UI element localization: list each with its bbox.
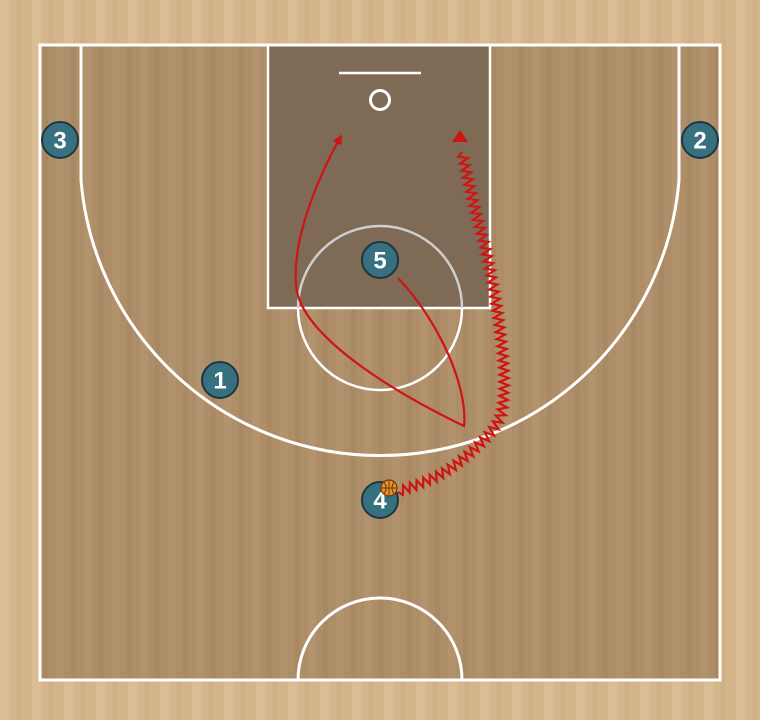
cut-path — [294, 134, 466, 428]
dribble-arrowhead — [452, 130, 468, 142]
dribble-path — [397, 151, 512, 497]
movement-lines — [294, 130, 512, 497]
player-label: 3 — [53, 128, 66, 155]
rim — [369, 89, 391, 111]
three-point-line — [79, 45, 681, 458]
player-label: 2 — [693, 128, 706, 155]
player-label: 5 — [373, 248, 386, 275]
player-3[interactable]: 3 — [41, 121, 79, 159]
free-throw-circle-bottom — [296, 307, 464, 392]
court-lines — [38, 43, 722, 682]
player-label: 1 — [213, 368, 226, 395]
player-2[interactable]: 2 — [681, 121, 719, 159]
player-5[interactable]: 5 — [361, 241, 399, 279]
player-marker — [201, 361, 239, 399]
center-circle — [296, 596, 464, 681]
player-1[interactable]: 1 — [201, 361, 239, 399]
free-throw-circle-top — [296, 224, 464, 309]
paint-outline — [266, 43, 492, 310]
basketball-icon — [380, 479, 398, 497]
player-marker — [41, 121, 79, 159]
player-marker — [361, 241, 399, 279]
player-marker — [681, 121, 719, 159]
